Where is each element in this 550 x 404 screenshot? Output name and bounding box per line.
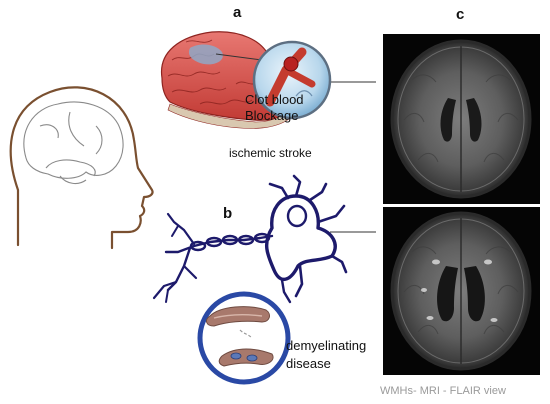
myelin-sheath-icon: [197, 291, 291, 385]
head-profile-icon: [9, 86, 154, 250]
panel-c-caption: WMHs- MRI - FLAIR view: [380, 385, 506, 397]
mri-scan-bottom: [383, 207, 540, 375]
mri-scan-top: [383, 34, 540, 204]
panel-b-caption-line1: demyelinating: [286, 338, 366, 353]
panel-b-caption-line2: disease: [286, 356, 331, 371]
callout-line: [215, 53, 263, 61]
blood-clot-icon: [252, 40, 332, 120]
panel-b-letter: b: [223, 205, 232, 222]
panel-a-caption: ischemic stroke: [229, 146, 312, 160]
panel-a-callout-line2: Blockage: [245, 108, 298, 123]
panel-c-letter: c: [456, 6, 464, 23]
panel-a-callout-line1: Clot blood: [245, 92, 304, 107]
panel-a-letter: a: [233, 4, 242, 21]
brain-outline-icon: [23, 101, 124, 185]
neuron-icon: [152, 174, 348, 304]
